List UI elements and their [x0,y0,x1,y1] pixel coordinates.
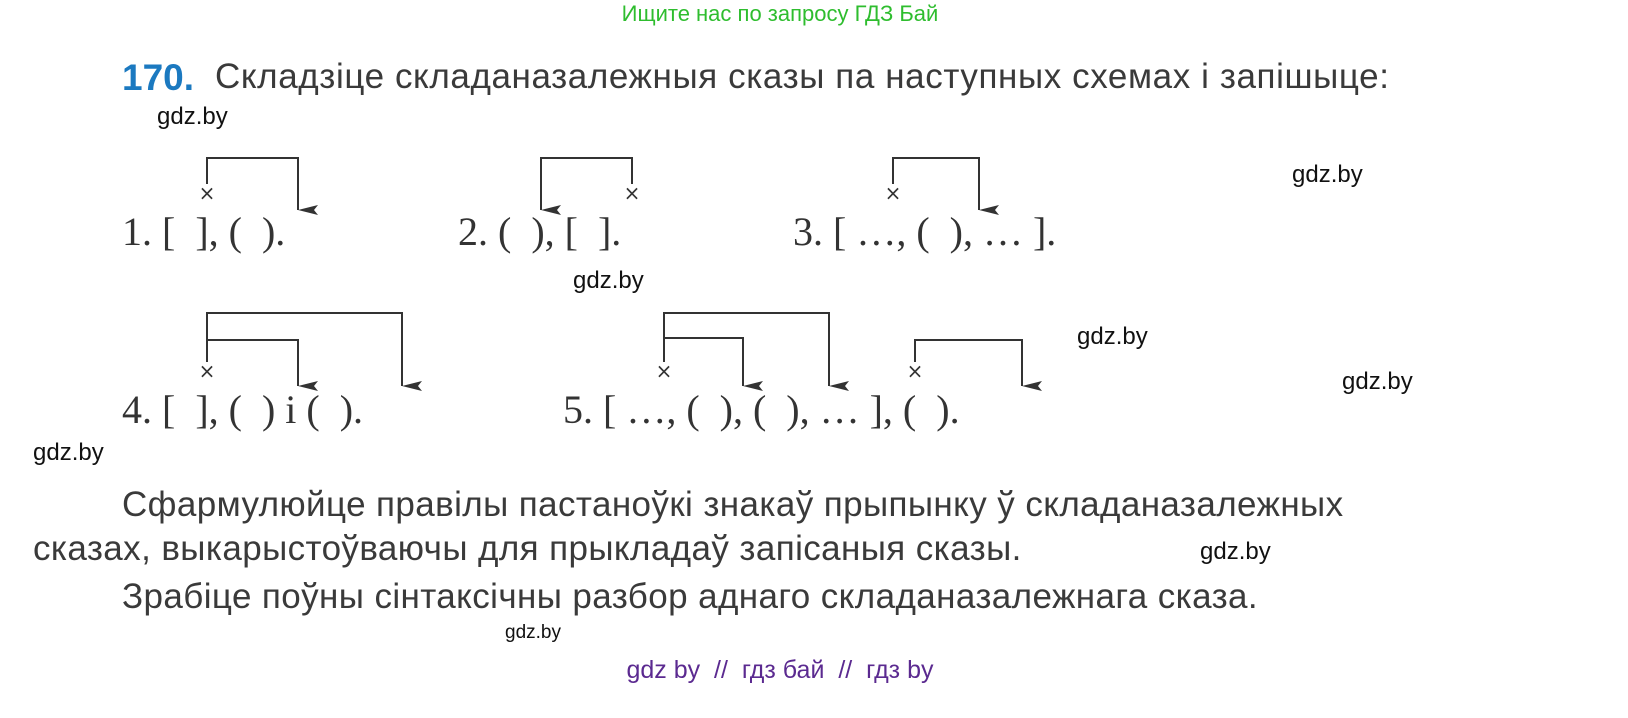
scheme-formula: [ ], ( ) і ( ). [162,387,364,432]
main-clause-cross-icon: × [624,181,641,205]
scheme-2: 2. ( ), [ ]. [458,210,621,254]
scheme-formula: [ …, ( ), ( ), … ], ( ). [603,387,960,432]
analysis-paragraph: Зрабіце поўны сінтаксічны разбор аднаго … [122,577,1259,616]
main-clause-cross-icon: × [199,181,216,205]
scheme-label: 2. [458,209,488,254]
watermark: gdz.by [573,267,644,294]
scheme-formula: [ …, ( ), … ]. [833,209,1057,254]
watermark: gdz.by [157,103,228,130]
arrow-connector [540,157,633,215]
scheme-5: 5. [ …, ( ), ( ), … ], ( ). [563,388,960,432]
footer-text: gdz by // гдз бай // гдз by [626,656,934,684]
arrow-connector [206,157,318,215]
watermark: gdz.by [1077,323,1148,350]
site-banner: Ищите нас по запросу ГДЗ Бай [621,1,939,26]
watermark: gdz.by [1292,161,1363,188]
scheme-formula: [ ], ( ). [162,209,286,254]
rules-paragraph-line2: сказах, выкарыстоўваючы для прыкладаў за… [33,529,1022,568]
scheme-formula: ( ), [ ]. [498,209,622,254]
task-text: Складзіце складаназалежныя сказы па наст… [215,57,1390,96]
main-clause-cross-icon: × [885,181,902,205]
watermark: gdz.by [505,622,561,643]
arrow-connector [664,337,763,391]
scheme-label: 1. [122,209,152,254]
arrow-connector [207,339,318,391]
arrow-connector [206,312,422,391]
task-number: 170. [122,57,195,98]
watermark: gdz.by [33,439,104,466]
scheme-label: 3. [793,209,823,254]
main-clause-cross-icon: × [907,359,924,383]
arrow-connector [663,312,849,391]
arrow-connector [892,157,999,215]
scheme-4: 4. [ ], ( ) і ( ). [122,388,363,432]
scheme-3: 3. [ …, ( ), … ]. [793,210,1056,254]
watermark: gdz.by [1342,368,1413,395]
scheme-label: 4. [122,387,152,432]
watermark: gdz.by [1200,538,1271,565]
scheme-1: 1. [ ], ( ). [122,210,285,254]
main-clause-cross-icon: × [656,359,673,383]
rules-paragraph-line1: Сфармулюйце правілы пастаноўкі знакаў пр… [122,485,1344,524]
scheme-label: 5. [563,387,593,432]
arrow-connector [914,339,1042,391]
main-clause-cross-icon: × [199,359,216,383]
